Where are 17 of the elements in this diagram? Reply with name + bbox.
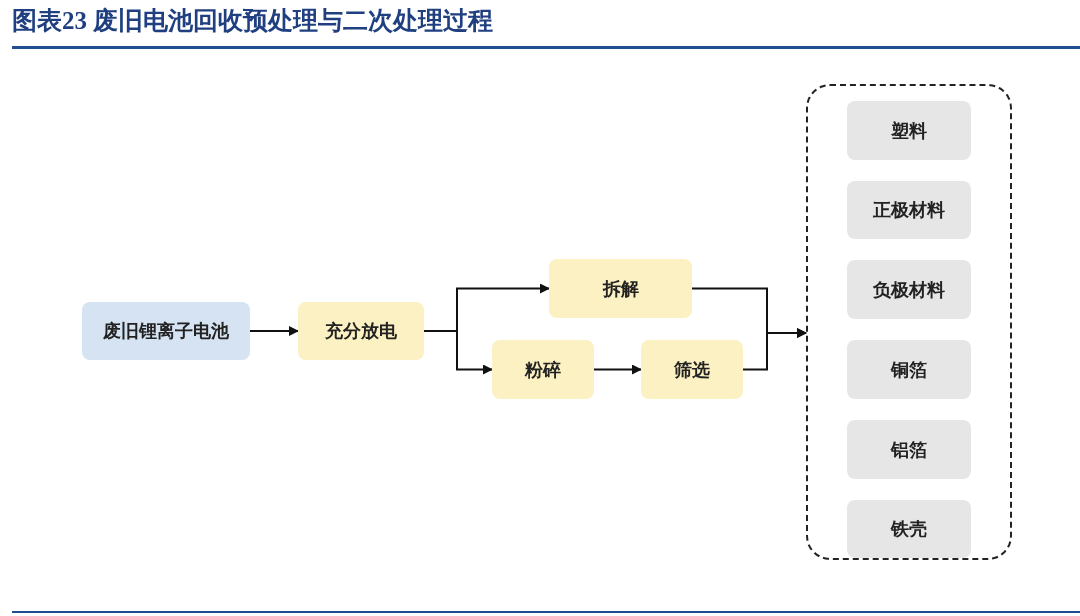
output-group-frame	[806, 84, 1012, 560]
process-box: 铁壳	[847, 500, 971, 558]
arrow	[249, 326, 299, 336]
arrow	[423, 330, 493, 375]
title: 图表23 废旧电池回收预处理与二次处理过程	[12, 6, 494, 36]
process-box: 负极材料	[847, 260, 971, 319]
process-box: 铜箔	[847, 340, 971, 399]
process-box: 拆解	[549, 259, 692, 318]
process-box: 废旧锂离子电池	[82, 302, 250, 360]
process-box: 筛选	[641, 340, 743, 399]
process-box: 粉碎	[492, 340, 594, 399]
process-box: 铝箔	[847, 420, 971, 479]
arrow	[742, 328, 807, 371]
process-box: 正极材料	[847, 181, 971, 239]
process-box: 充分放电	[298, 302, 424, 360]
arrow	[593, 364, 642, 375]
process-box: 塑料	[847, 101, 971, 160]
